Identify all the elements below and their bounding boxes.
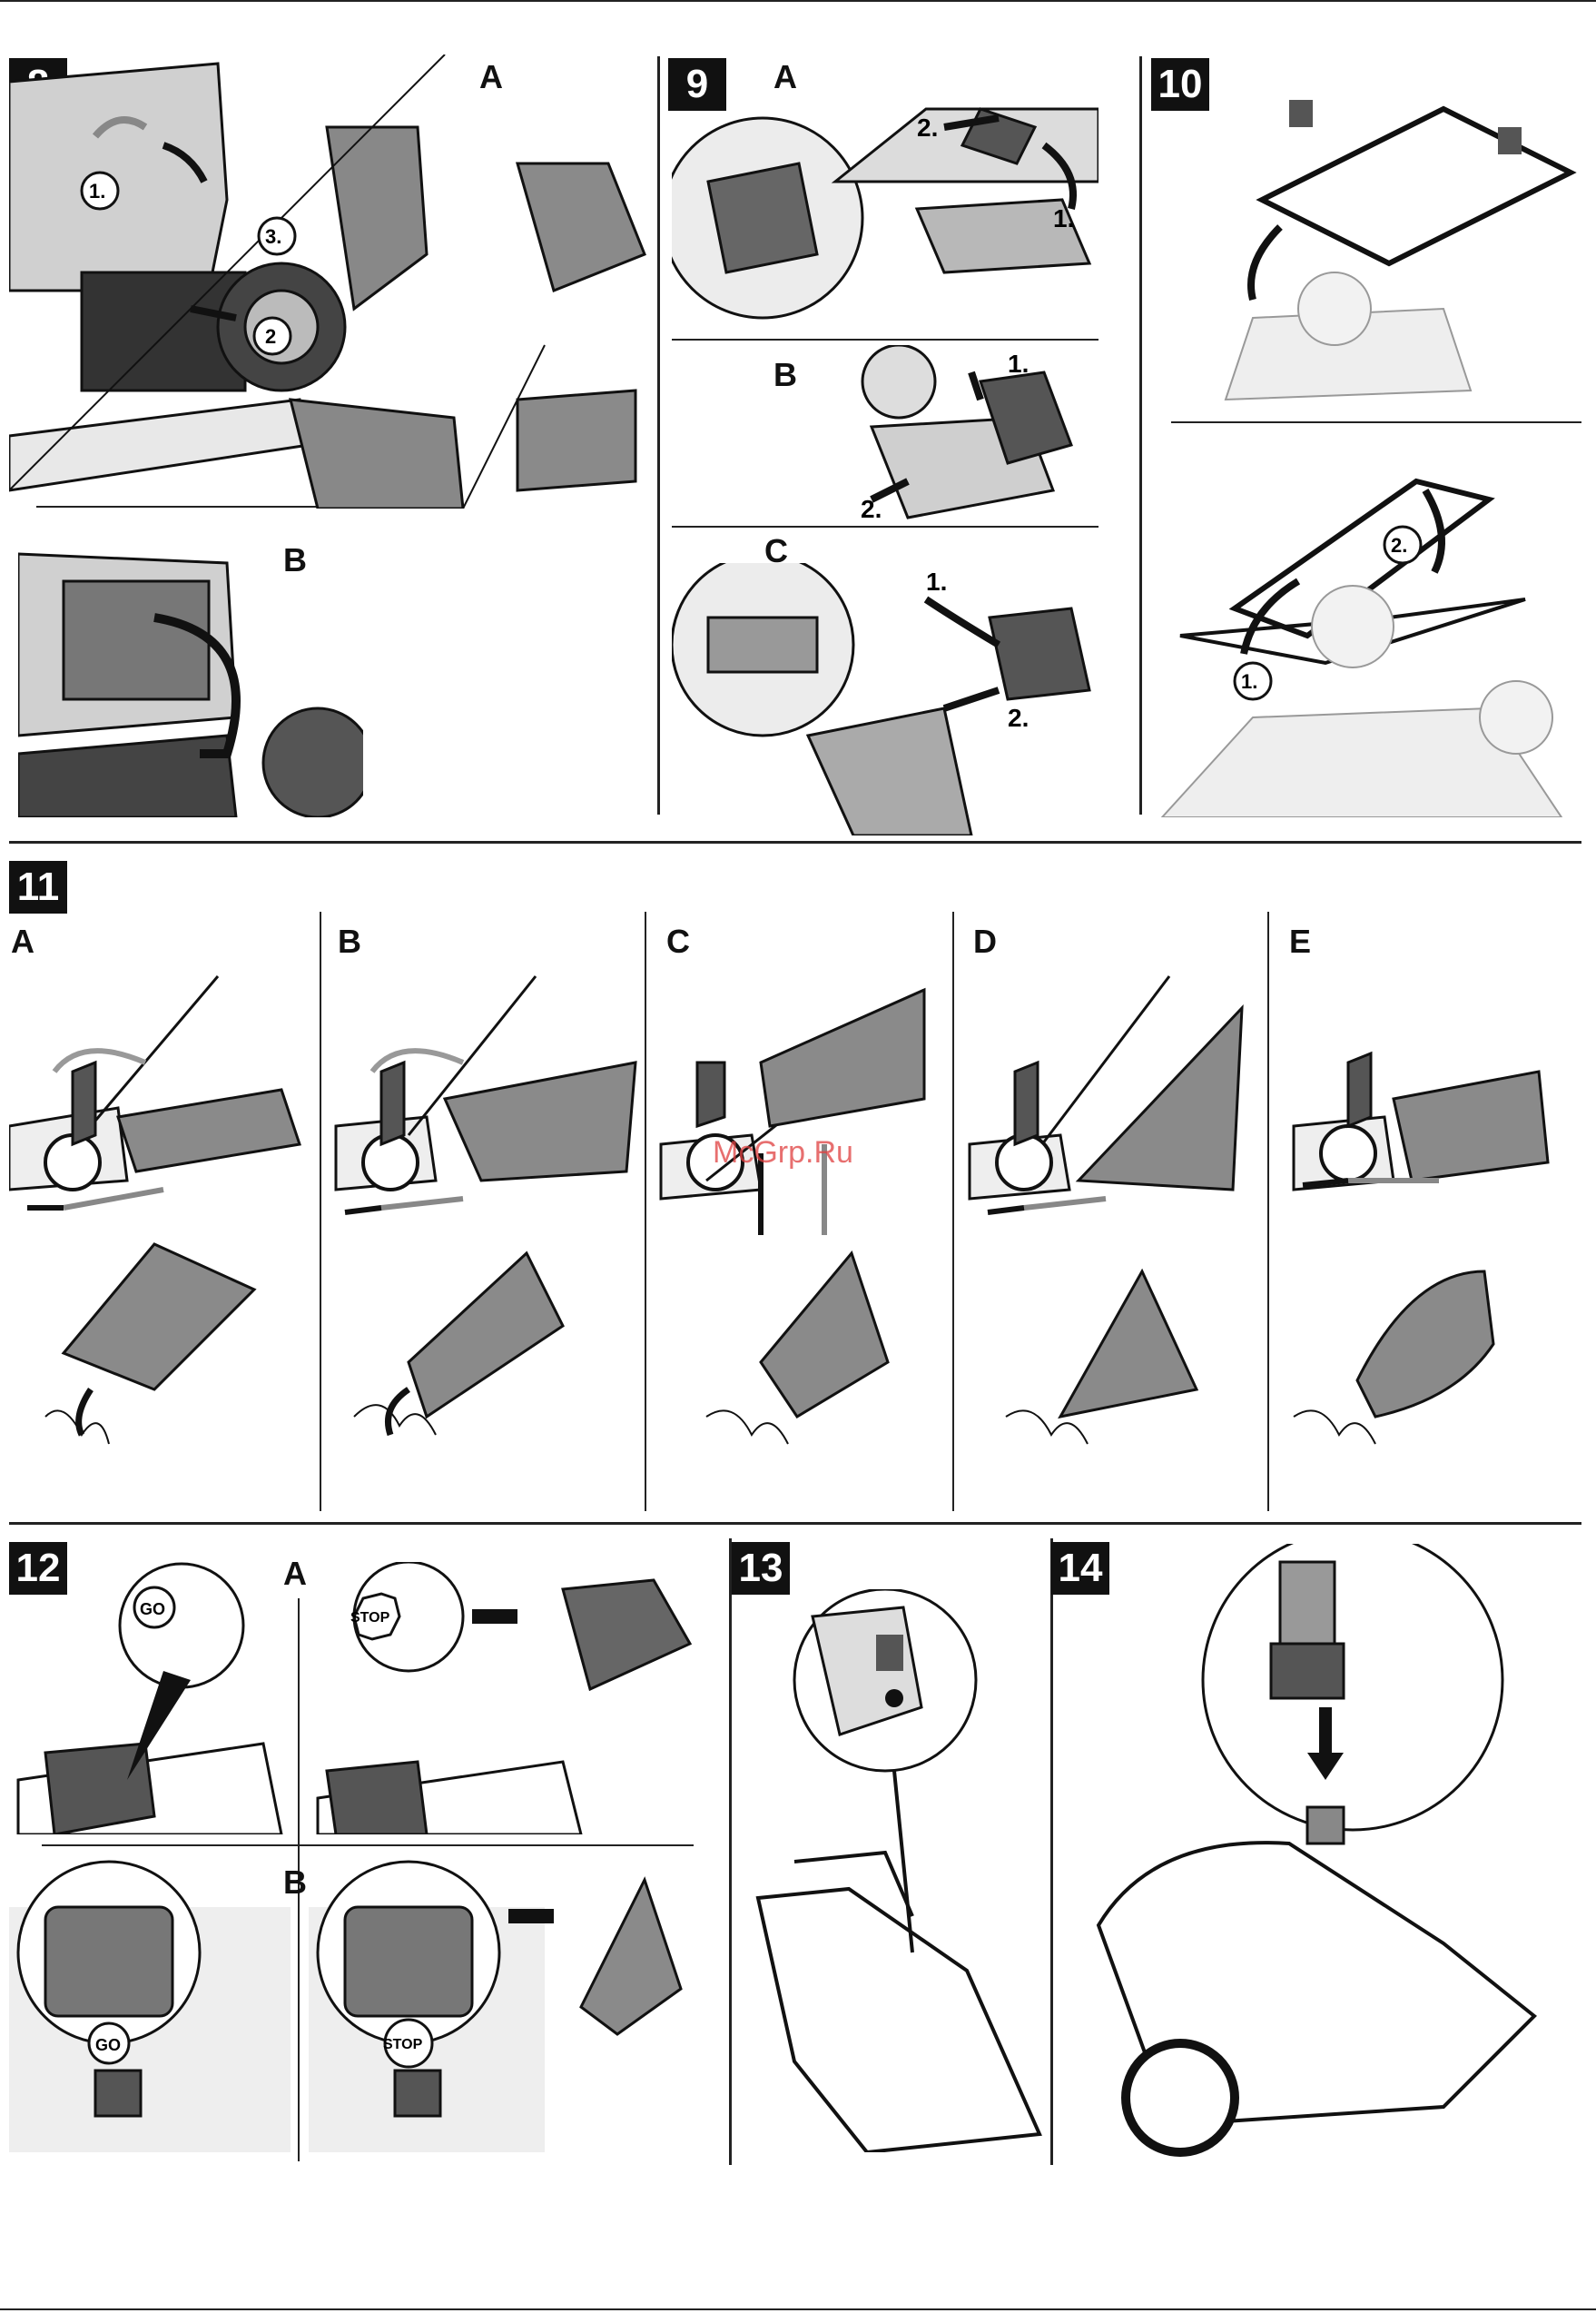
fig14-illustration bbox=[1062, 1544, 1580, 2161]
fig8-step-3: 3. bbox=[265, 225, 281, 248]
col-divider-8-9 bbox=[657, 56, 660, 815]
fig10-bottom-illustration: 2. 1. bbox=[1144, 427, 1580, 817]
fig9-b-illustration: 1. 2. bbox=[853, 345, 1098, 522]
fig12-top-left-illustration: GO bbox=[9, 1562, 291, 1834]
fig11-panel-d-illustration bbox=[961, 963, 1262, 1480]
row-divider-2 bbox=[9, 1522, 1581, 1525]
sub-divider-9ab bbox=[672, 339, 1098, 341]
figure-11-number: 11 bbox=[9, 861, 67, 914]
fig9-label-b: B bbox=[773, 356, 797, 394]
fig12-stop-sign-bottom: STOP bbox=[383, 2037, 423, 2052]
fig10-step-1: 1. bbox=[1241, 670, 1257, 693]
col-divider-13-14 bbox=[1050, 1538, 1053, 2165]
col-divider-11bc bbox=[645, 912, 646, 1511]
figure-13-number: 13 bbox=[732, 1542, 790, 1595]
fig10-step-2: 2. bbox=[1391, 534, 1407, 557]
col-divider-9-10 bbox=[1139, 56, 1142, 815]
fig8-step-1: 1. bbox=[89, 180, 105, 203]
fig9-b-step-1: 1. bbox=[1008, 350, 1029, 378]
fig9-c-step-1: 1. bbox=[926, 568, 947, 596]
fig11-panel-c-label: C bbox=[666, 923, 690, 961]
fig8-step-2: 2 bbox=[265, 325, 276, 348]
fig12-top-right-illustration: STOP bbox=[309, 1562, 726, 1834]
fig9-b-step-2: 2. bbox=[861, 495, 882, 522]
sub-divider-9bc bbox=[672, 526, 1098, 528]
fig12-bottom-left-illustration: GO bbox=[9, 1853, 291, 2152]
sub-divider-12ab bbox=[42, 1844, 694, 1846]
fig12-go-sign-bottom: GO bbox=[95, 2036, 121, 2054]
col-divider-11de bbox=[1267, 912, 1269, 1511]
fig12-stop-sign-top: STOP bbox=[350, 1610, 390, 1626]
fig11-panel-b-label: B bbox=[338, 923, 361, 961]
fig10-top-illustration bbox=[1171, 54, 1580, 418]
top-rule bbox=[0, 0, 1596, 2]
col-divider-11cd bbox=[952, 912, 954, 1511]
fig11-panel-e-label: E bbox=[1289, 923, 1311, 961]
fig9-a-step-1: 1. bbox=[1053, 204, 1074, 232]
col-divider-11ab bbox=[320, 912, 321, 1511]
fig9-a-illustration: 2. 1. bbox=[672, 54, 1098, 336]
fig9-c-illustration: 1. 2. bbox=[672, 563, 1098, 835]
fig11-panel-a-illustration bbox=[9, 963, 313, 1480]
fig13-illustration bbox=[740, 1589, 1044, 2152]
fig12-bottom-right-illustration: STOP bbox=[309, 1853, 726, 2152]
fig9-a-step-2: 2. bbox=[917, 114, 938, 142]
fig8-a-illustration: 1. 2 3. bbox=[9, 54, 654, 509]
fig11-panel-d-label: D bbox=[973, 923, 997, 961]
fig11-panel-e-illustration bbox=[1276, 963, 1580, 1480]
fig12-go-sign-top: GO bbox=[140, 1600, 165, 1618]
row-divider-1 bbox=[9, 841, 1581, 844]
sub-divider-10 bbox=[1171, 421, 1581, 423]
fig11-panel-b-illustration bbox=[327, 963, 640, 1480]
fig11-panel-a-label: A bbox=[11, 923, 34, 961]
watermark: McGrp.Ru bbox=[713, 1135, 853, 1171]
bottom-rule bbox=[0, 2308, 1596, 2310]
col-divider-12-13 bbox=[729, 1538, 732, 2165]
fig9-c-step-2: 2. bbox=[1008, 704, 1029, 732]
fig11-panel-c-illustration bbox=[652, 963, 947, 1480]
fig8-b-illustration bbox=[18, 536, 363, 817]
